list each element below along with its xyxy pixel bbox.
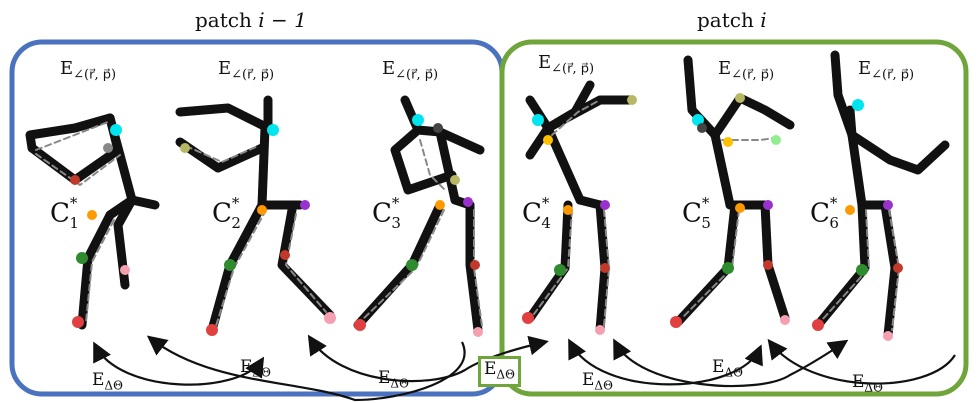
angle-energy-label-2: E∠(r⃗, p⃗)	[218, 58, 274, 83]
patch-title-prefix: patch	[697, 8, 760, 32]
pose-energy-label-3: EΔΘ	[378, 368, 409, 390]
frame-label-3: C*3	[372, 198, 401, 232]
angle-energy-label-3: E∠(r⃗, p⃗)	[382, 58, 438, 83]
pose-energy-label-2: EΔΘ	[240, 357, 271, 379]
frame-label-4: C*4	[522, 198, 551, 232]
pose-energy-label-7: EΔΘ	[852, 372, 883, 394]
pose-energy-label-6: EΔΘ	[712, 357, 743, 379]
angle-energy-label-4: E∠(r⃗, p⃗)	[538, 52, 594, 77]
patch-title-previous: patch i − 1	[195, 8, 307, 32]
frame-label-5: C*5	[682, 198, 711, 232]
patch-title-index: i	[760, 8, 766, 32]
angle-energy-label-5: E∠(r⃗, p⃗)	[718, 58, 774, 83]
angle-energy-label-1: E∠(r⃗, p⃗)	[60, 58, 116, 83]
arrow-2-4	[150, 338, 465, 400]
patch-title-prefix: patch	[195, 8, 258, 32]
pose-energy-label-boundary: EΔΘ	[478, 356, 521, 387]
skeleton-figure-2	[180, 100, 336, 336]
angle-energy-label-6: E∠(r⃗, p⃗)	[858, 58, 914, 83]
skeleton-figure-1	[30, 118, 155, 328]
patch-title-index: i − 1	[258, 8, 307, 32]
frame-label-1: C*1	[50, 198, 79, 232]
frame-label-6: C*6	[810, 198, 839, 232]
patch-title-current: patch i	[697, 8, 767, 32]
frame-label-2: C*2	[212, 198, 241, 232]
pose-energy-label-5: EΔΘ	[582, 370, 613, 392]
pose-energy-label-1: EΔΘ	[92, 370, 123, 392]
skeleton-figure-5	[670, 60, 790, 328]
